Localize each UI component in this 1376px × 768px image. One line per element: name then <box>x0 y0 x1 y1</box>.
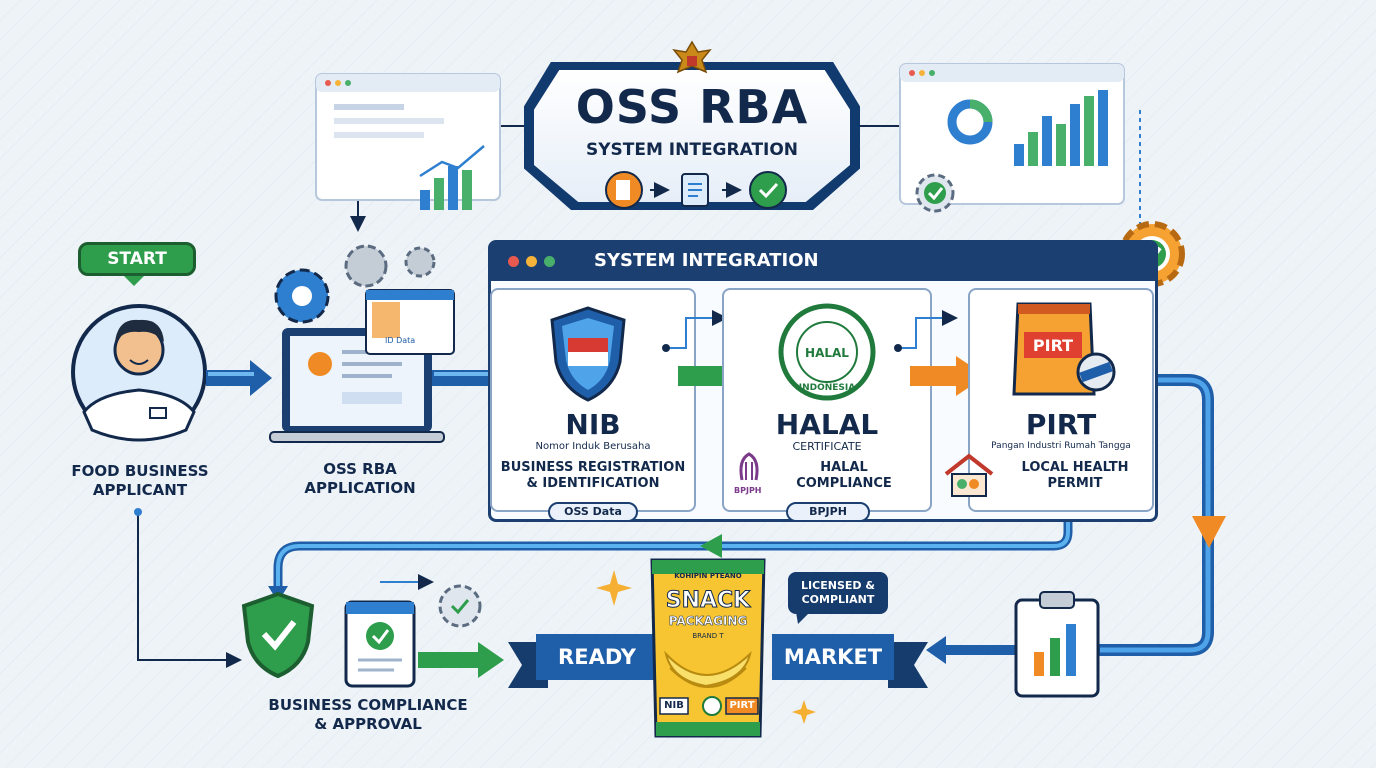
panel-title: SYSTEM INTEGRATION <box>594 250 819 271</box>
pirt-description: LOCAL HEALTH PERMIT <box>996 460 1154 492</box>
start-button[interactable]: START <box>78 242 196 276</box>
applicant-label-line2: APPLICANT <box>92 481 188 499</box>
app-label: OSS RBA APPLICATION <box>280 460 440 498</box>
applicant-avatar <box>71 304 207 442</box>
snack-title-line2: PACKAGING <box>668 614 748 629</box>
snack-brand-text: KOHIPIN PTEANO <box>674 572 742 580</box>
title-process-icons <box>605 171 787 209</box>
snack-title-line1: SNACK <box>665 588 751 614</box>
pirt-title: PIRT <box>1025 408 1097 441</box>
ready-ribbon: READY <box>536 634 658 680</box>
dashboard-window-icon <box>899 63 1125 205</box>
licensed-compliant-bubble: LICENSED & COMPLIANT <box>788 572 888 614</box>
applicant-label-line1: FOOD BUSINESS <box>71 462 209 480</box>
nib-description: BUSINESS REGISTRATION & IDENTIFICATION <box>490 460 696 492</box>
nib-title: NIB <box>565 408 621 441</box>
compliance-label: BUSINESS COMPLIANCE & APPROVAL <box>250 696 486 734</box>
sparkle-small-icon <box>792 700 816 724</box>
halal-desc-line2: COMPLIANCE <box>796 476 892 491</box>
halal-seal-bottom-text: INDONESIA <box>799 383 856 393</box>
panel-header <box>491 243 1155 281</box>
garuda-emblem-icon <box>672 40 712 74</box>
nib-desc-line1: BUSINESS REGISTRATION <box>500 460 686 475</box>
bubble-pointer <box>796 612 810 624</box>
app-label-line1: OSS RBA <box>323 460 397 478</box>
clipboard-chart-icon <box>1014 591 1100 698</box>
compliance-icons <box>241 574 482 688</box>
page-title: OSS RBA <box>575 80 809 134</box>
halal-seal-icon: HALAL INDONESIA <box>778 303 876 401</box>
bpjph-logo-icon <box>739 452 759 481</box>
nib-subtitle: Nomor Induk Berusaha <box>535 441 651 452</box>
pirt-subtitle: Pangan Industri Rumah Tangga <box>991 441 1131 451</box>
id-card-text: ID Data <box>385 336 416 345</box>
app-label-line2: APPLICATION <box>304 479 416 497</box>
snack-pirt-text: PIRT <box>729 700 755 711</box>
licensed-bubble-line2: COMPLIANT <box>801 593 875 606</box>
nib-desc-line2: & IDENTIFICATION <box>526 476 660 491</box>
window-dot-green <box>544 256 555 267</box>
snack-badge-text: BRAND T <box>692 632 724 640</box>
shield-flag-icon <box>550 306 626 402</box>
snack-package-icon <box>650 558 766 738</box>
arrow-compliance-to-ready <box>418 642 504 678</box>
halal-description: HALAL COMPLIANCE <box>756 460 932 492</box>
halal-title: HALAL <box>775 408 879 441</box>
pirt-desc-line2: PERMIT <box>1047 476 1103 491</box>
market-ribbon: MARKET <box>772 634 894 680</box>
arrow-applicant-to-app <box>206 360 272 396</box>
pirt-snack-pack-icon: PIRT <box>1012 302 1116 396</box>
arrow-halal-to-pirt <box>894 310 986 396</box>
start-pointer <box>124 276 144 286</box>
halal-tag: BPJPH <box>786 502 870 522</box>
sparkle-icon <box>596 570 632 606</box>
window-dot-yellow <box>526 256 537 267</box>
pirt-desc-line1: LOCAL HEALTH <box>1021 460 1129 475</box>
bpjph-logo-text: BPJPH <box>734 486 762 495</box>
window-dot-red <box>508 256 519 267</box>
compliance-label-line1: BUSINESS COMPLIANCE <box>268 696 468 714</box>
halal-seal-top-text: HALAL <box>805 346 849 360</box>
halal-subtitle: CERTIFICATE <box>792 440 862 453</box>
nib-tag: OSS Data <box>548 502 638 522</box>
halal-desc-line1: HALAL <box>820 460 868 475</box>
snack-nib-text: NIB <box>664 700 684 711</box>
licensed-bubble-line1: LICENSED & <box>801 579 875 592</box>
house-icon <box>944 453 994 497</box>
gear-check-icon <box>915 173 955 213</box>
compliance-label-line2: & APPROVAL <box>314 715 422 733</box>
page-subtitle: SYSTEM INTEGRATION <box>585 140 799 160</box>
browser-window-icon <box>315 73 501 210</box>
applicant-label: FOOD BUSINESS APPLICANT <box>50 462 230 500</box>
laptop-application-icon <box>269 244 455 443</box>
pirt-pack-text: PIRT <box>1033 336 1073 355</box>
